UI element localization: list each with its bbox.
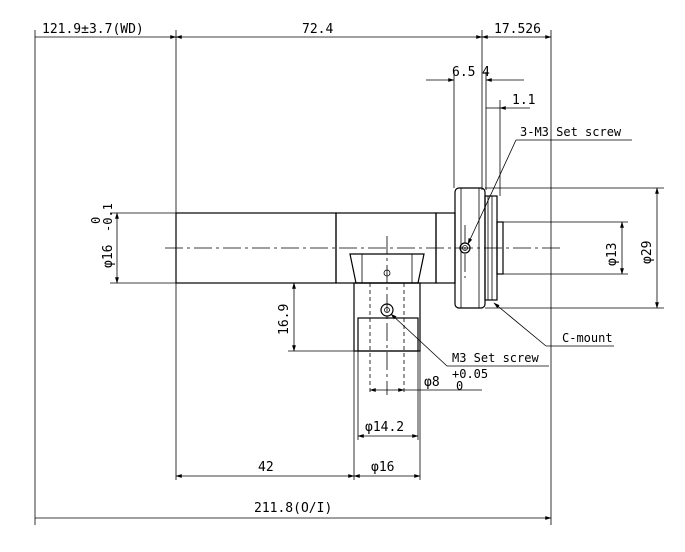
dim-port-position: 42 (258, 460, 274, 475)
dim-4: 4 (482, 65, 490, 80)
dim-left-tol-lower: -0.1 (101, 203, 115, 232)
right-diameter-dims: φ13 φ29 (605, 187, 659, 309)
dim-port-inner: φ14.2 (365, 420, 404, 435)
dim-mount-diameter: φ29 (640, 241, 655, 264)
dim-working-distance: 121.9±3.7(WD) (42, 22, 144, 37)
leader-3m3: 3-M3 Set screw (467, 125, 632, 245)
port-offset-dim: 16.9 (277, 282, 296, 352)
label-m3-set-screw: M3 Set screw (452, 351, 539, 365)
center-lines (165, 225, 560, 395)
dim-left-tol-upper: 0 (89, 217, 103, 224)
dim-total-length: 211.8(O/I) (254, 501, 332, 516)
dim-port-hole: φ8 (424, 375, 440, 390)
port-inner-dim: φ14.2 (357, 420, 419, 438)
dim-port-tol-upper: +0.05 (452, 367, 488, 381)
dim-left-diameter: φ16 (101, 245, 116, 268)
left-diameter-dim: φ16 0 -0.1 (89, 203, 119, 284)
dim-port-offset: 16.9 (277, 304, 292, 335)
dim-flange-offset: 17.526 (494, 22, 541, 37)
extension-lines (34, 30, 664, 525)
flange-dimensions: 6.5 4 1.1 (426, 65, 535, 110)
label-c-mount: C-mount (562, 331, 613, 345)
leader-m3: M3 Set screw (390, 313, 549, 367)
label-3m3-set-screw: 3-M3 Set screw (520, 125, 622, 139)
dim-port-tol-lower: 0 (456, 379, 463, 393)
bottom-row-dims: 42 φ16 (175, 460, 421, 478)
total-length-dim: 211.8(O/I) (35, 501, 552, 520)
port-hole-dim: φ8 +0.05 0 (369, 367, 488, 393)
dim-port-outer: φ16 (371, 460, 394, 475)
leader-c-mount: C-mount (493, 302, 614, 347)
dim-thread-diameter: φ13 (605, 243, 620, 266)
dim-1-1: 1.1 (512, 93, 535, 108)
dim-6-5: 6.5 (452, 65, 475, 80)
top-dimensions: 121.9±3.7(WD) 72.4 17.526 (35, 22, 552, 39)
dim-lens-length: 72.4 (302, 22, 333, 37)
